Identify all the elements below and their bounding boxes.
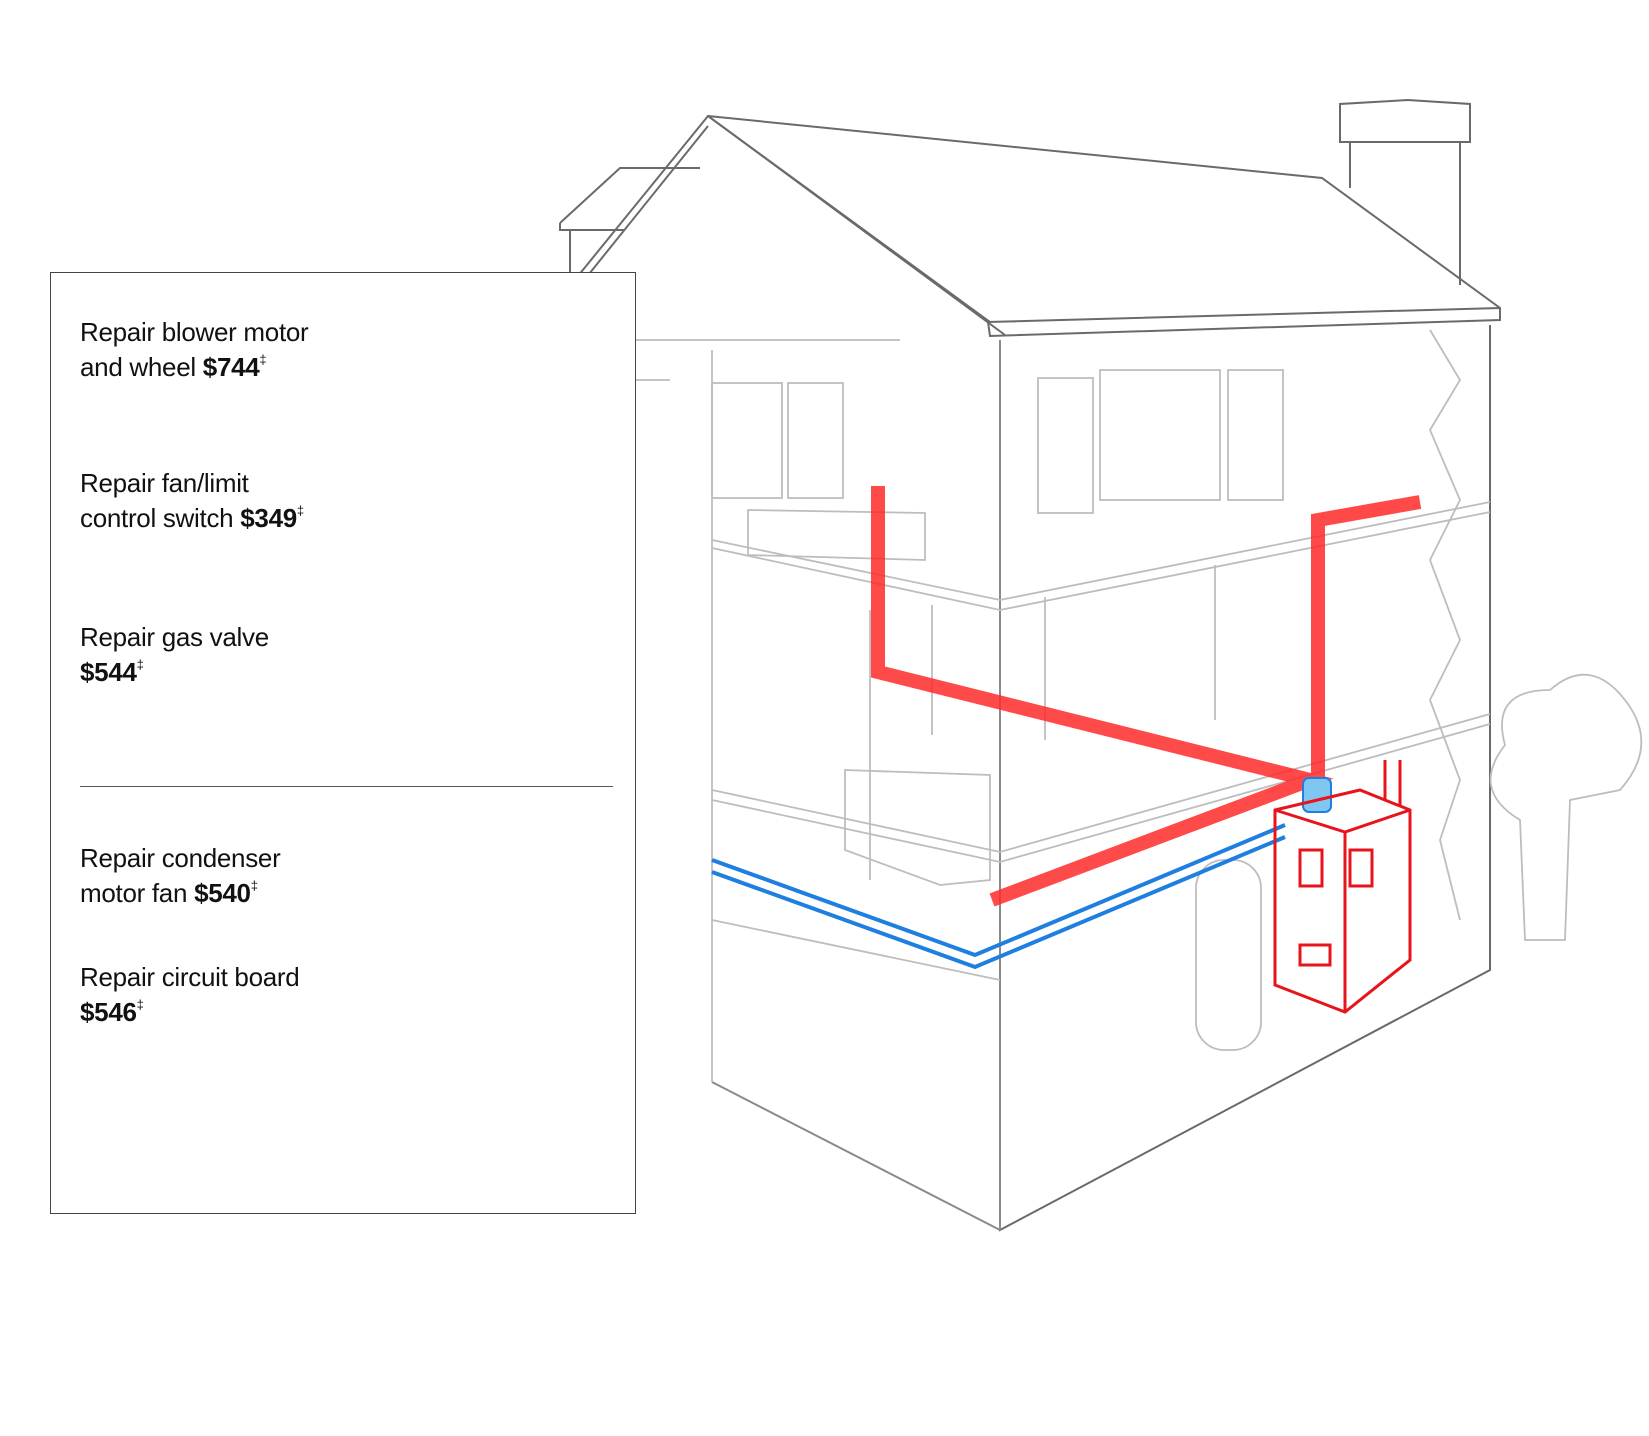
label-blower-motor: Repair blower motor and wheel $744‡ (80, 315, 309, 385)
house-interior-lines (560, 329, 1643, 1082)
house-outline (529, 98, 1501, 1232)
footnote-mark: ‡ (136, 997, 144, 1012)
label-circuit-board: Repair circuit board $546‡ (80, 960, 300, 1030)
price: $544 (80, 657, 137, 687)
price: $546 (80, 997, 137, 1027)
label-fan-limit-switch: Repair fan/limit control switch $349‡ (80, 466, 304, 536)
footnote-mark: ‡ (296, 503, 304, 518)
tree-icon (1489, 673, 1643, 941)
label-line: and wheel (80, 352, 196, 382)
label-line: control switch (80, 503, 234, 533)
footnote-mark: ‡ (136, 657, 144, 672)
label-line: Repair circuit board (80, 962, 300, 992)
price: $540 (194, 878, 251, 908)
return-line (711, 823, 1286, 970)
label-line: Repair fan/limit (80, 468, 249, 498)
footnote-mark: ‡ (250, 878, 258, 893)
label-gas-valve: Repair gas valve $544‡ (80, 620, 269, 690)
label-condenser-motor-fan: Repair condenser motor fan $540‡ (80, 841, 281, 911)
label-line: Repair blower motor (80, 317, 309, 347)
footnote-mark: ‡ (259, 352, 267, 367)
supply-duct (871, 486, 1422, 907)
label-line: motor fan (80, 878, 188, 908)
furnace-in-basement (1273, 760, 1412, 1014)
label-line: Repair gas valve (80, 622, 269, 652)
price: $349 (240, 503, 297, 533)
repair-costs-panel (50, 272, 636, 1214)
return-plenum (1302, 777, 1332, 813)
label-line: Repair condenser (80, 843, 281, 873)
panel-divider (80, 786, 613, 787)
price: $744 (202, 352, 260, 382)
